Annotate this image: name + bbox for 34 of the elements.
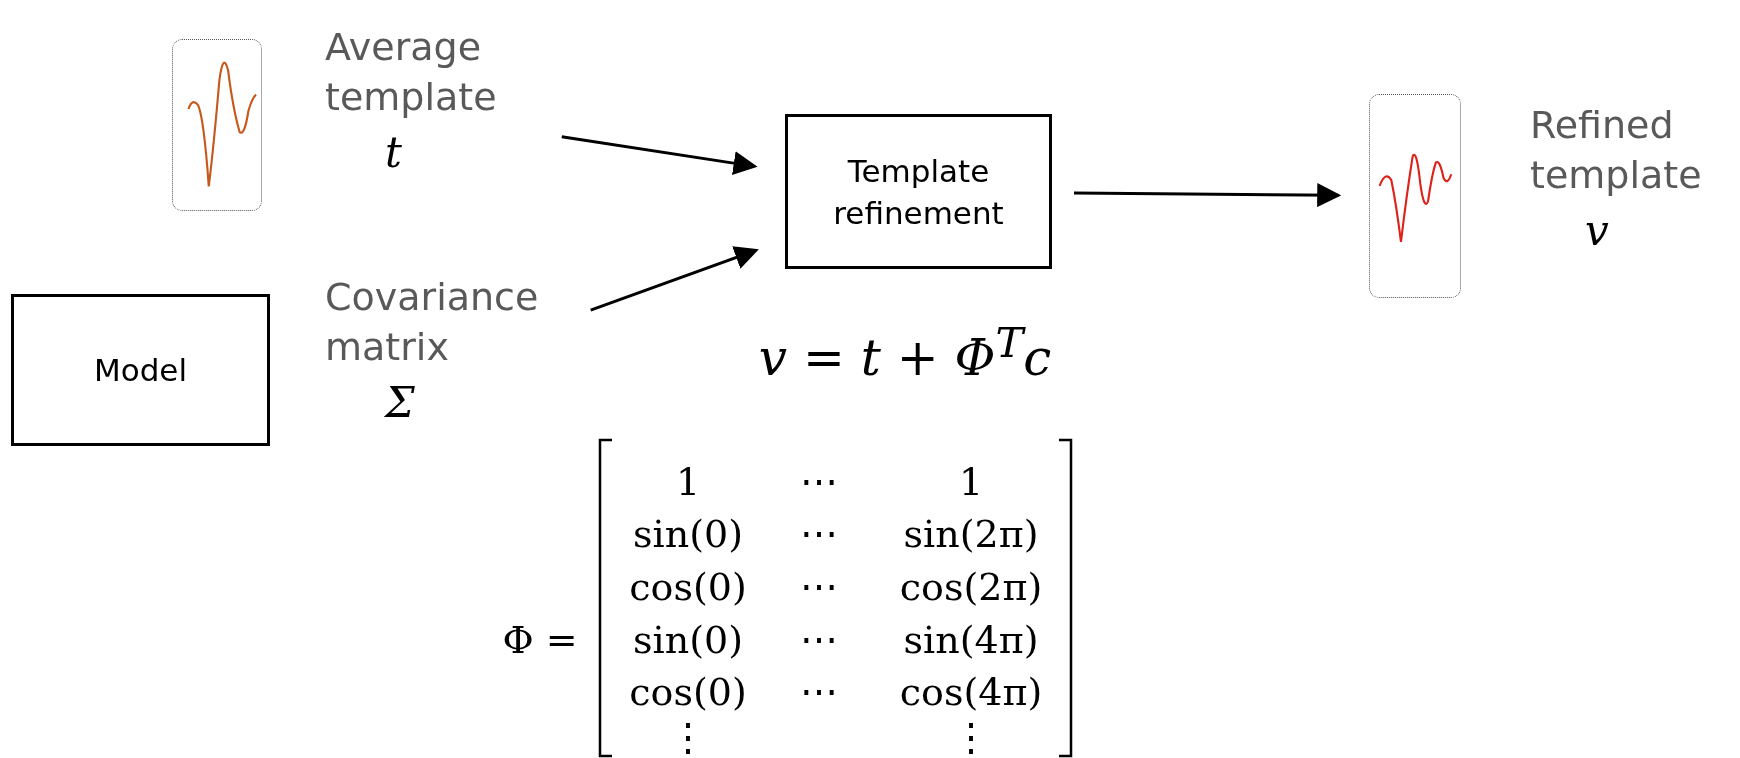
equation: v = t + Φ$^{T}$c: [758, 317, 1052, 387]
matrix-entry: cos(0): [629, 670, 747, 714]
matrix-entry: ⋯: [800, 618, 838, 662]
matrix-entry: ⋯: [800, 512, 838, 556]
matrix-entry: cos(0): [629, 565, 747, 609]
box-text: Model: [93, 351, 188, 390]
process-box: [785, 114, 1052, 269]
label-text: Refined template: [1530, 102, 1703, 199]
waveform-picture: [172, 39, 262, 211]
matrix-entry: ⋯: [800, 565, 838, 609]
matrix-entry: ⋮: [669, 716, 707, 758]
matrix-entry: sin(4π): [903, 618, 1039, 662]
math-symbol: t: [385, 128, 402, 177]
matrix-entry: sin(2π): [903, 512, 1039, 556]
matrix-entry: ⋮: [952, 716, 990, 758]
arrow: [1074, 183, 1342, 208]
process-box: [11, 294, 270, 446]
label-text: Covariance matrix: [325, 274, 540, 371]
matrix-entry: cos(4π): [899, 670, 1043, 714]
matrix-entry: 1: [675, 460, 701, 504]
box-text: Template refinement: [832, 151, 1005, 233]
label-text: Average template: [325, 24, 498, 121]
waveform-picture: [1369, 94, 1461, 298]
matrix-entry: Φ =: [502, 618, 578, 662]
math-symbol: v: [1585, 206, 1609, 255]
arrow: [590, 246, 759, 312]
arrow: [561, 135, 758, 176]
matrix-entry: ⋯: [800, 460, 838, 504]
matrix-entry: ⋯: [800, 670, 838, 714]
matrix-entry: sin(0): [633, 512, 743, 556]
matrix-entry: 1: [958, 460, 984, 504]
matrix-entry: cos(2π): [899, 565, 1043, 609]
math-symbol: Σ: [385, 378, 415, 427]
matrix-entry: sin(0): [633, 618, 743, 662]
